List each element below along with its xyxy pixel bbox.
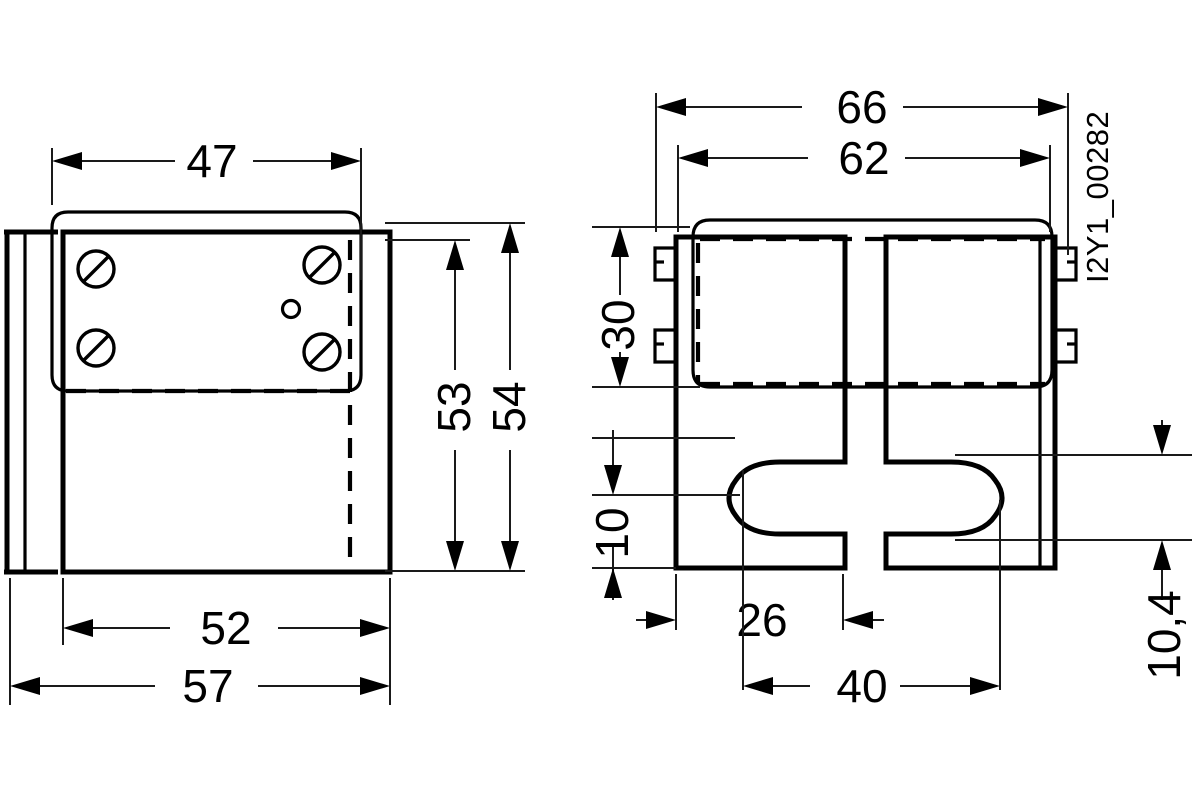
- dimension-30: 30: [592, 226, 700, 388]
- arrow-up: [501, 223, 519, 253]
- dimension-62: 62: [677, 132, 1051, 232]
- arrow-left: [743, 677, 773, 695]
- arrow-right: [1020, 149, 1050, 167]
- body-outline-front-right: [883, 234, 1058, 571]
- clip-tab-right-lower: [1055, 328, 1078, 364]
- screw-bottom-left: [76, 328, 116, 368]
- arrow-up: [446, 240, 464, 270]
- arrow-right: [970, 677, 1000, 695]
- arrow-down: [611, 357, 629, 387]
- dimension-label-57: 57: [182, 660, 233, 712]
- dimension-label-47: 47: [186, 135, 237, 187]
- dimension-label-40: 40: [836, 660, 887, 712]
- arrow-left: [63, 619, 93, 637]
- dimension-54: 54: [385, 222, 535, 572]
- screw-bottom-right: [302, 332, 342, 372]
- dimension-10: 10: [586, 430, 740, 600]
- dimension-47: 47: [51, 135, 362, 280]
- arrow-right: [360, 619, 390, 637]
- body-outline: [60, 229, 393, 575]
- dimension-label-62: 62: [838, 132, 889, 184]
- view-front-right: 66 62 I2Y1_00282: [586, 81, 1192, 712]
- cover-outline-front: [691, 218, 1054, 389]
- arrow-up: [611, 227, 629, 257]
- dimension-label-53: 53: [428, 381, 480, 432]
- arrow-left: [843, 611, 873, 629]
- dimension-40: 40: [742, 470, 1001, 712]
- screw-top-right: [302, 245, 342, 285]
- arrow-right: [1038, 98, 1068, 116]
- arrow-left: [10, 677, 40, 695]
- arrow-down: [604, 465, 622, 495]
- arrow-down: [1153, 425, 1171, 455]
- dimension-label-52: 52: [200, 602, 251, 654]
- drawing-identifier: I2Y1_00282: [1080, 111, 1115, 283]
- body-outline-front-left: [673, 234, 848, 571]
- arrow-left: [656, 98, 686, 116]
- hidden-edges: [66, 240, 358, 568]
- arrow-up: [604, 568, 622, 598]
- dimension-66: 66: [655, 81, 1069, 255]
- dimension-label-54: 54: [483, 381, 535, 432]
- dimension-57: 57: [9, 578, 391, 712]
- dimension-label-10-4: 10,4: [1138, 590, 1190, 680]
- dimension-26: 26: [636, 574, 884, 646]
- dimension-53: 53: [385, 239, 480, 572]
- drawing-identifier-label: I2Y1_00282: [1080, 111, 1115, 283]
- hidden-edges-front: [695, 236, 1045, 387]
- bracket-profile-strip: [4, 229, 58, 575]
- arrow-up: [1153, 540, 1171, 570]
- arrow-down: [446, 541, 464, 571]
- arrow-right: [360, 677, 390, 695]
- arrow-right: [646, 611, 676, 629]
- dimension-label-10: 10: [586, 507, 638, 558]
- small-hole: [280, 298, 302, 320]
- arrow-left: [52, 152, 82, 170]
- clip-tab-right-upper: [1055, 246, 1078, 282]
- clip-tab-left-upper: [653, 246, 676, 282]
- dimension-10-4: 10,4: [955, 420, 1192, 680]
- dimension-label-30: 30: [592, 299, 644, 350]
- screw-top-left: [76, 249, 116, 289]
- dimension-label-26: 26: [736, 594, 787, 646]
- dimension-label-66: 66: [836, 81, 887, 133]
- arrow-down: [501, 541, 519, 571]
- dimension-52: 52: [62, 578, 391, 654]
- arrow-right: [331, 152, 361, 170]
- clip-tab-left-lower: [653, 328, 676, 364]
- view-side-left: 47 53 54: [4, 135, 535, 712]
- arrow-left: [678, 149, 708, 167]
